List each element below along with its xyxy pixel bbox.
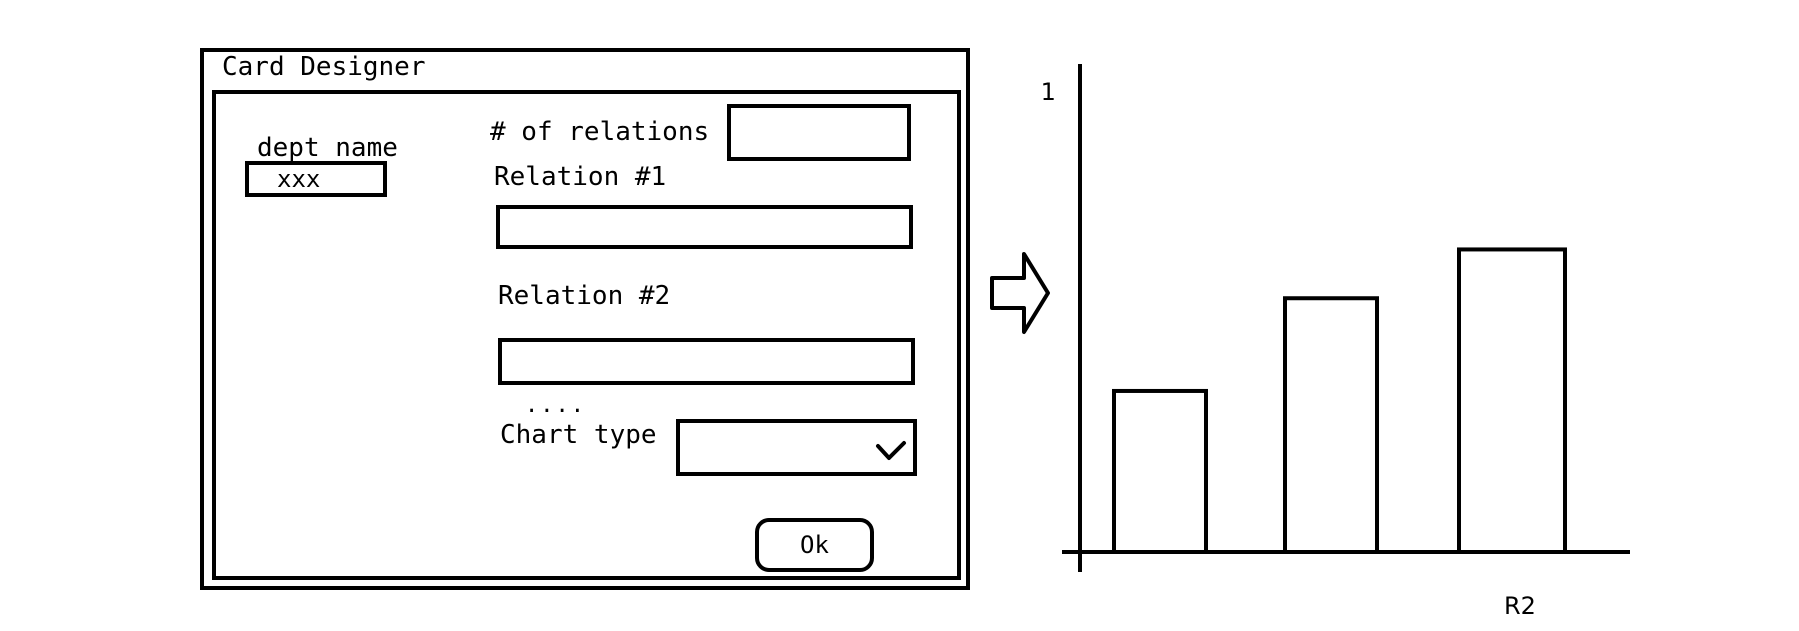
ok-button-label: Ok xyxy=(800,531,829,559)
bar-chart: R1 R2 xyxy=(1040,64,1630,620)
relation-1-input[interactable] xyxy=(496,205,913,249)
dialog-outer-frame xyxy=(200,48,970,590)
relation-count-input[interactable] xyxy=(727,104,911,161)
relation-count-label: # of relations xyxy=(490,117,710,147)
dept-name-field[interactable]: xxx xyxy=(245,161,387,197)
relation-1-label: Relation #1 xyxy=(494,162,667,192)
chart-type-label: Chart type xyxy=(500,420,657,450)
chart-bar-3 xyxy=(1457,247,1567,554)
x-axis-label: R2 xyxy=(1504,592,1536,620)
chart-type-select[interactable] xyxy=(676,419,917,476)
chart-bar-2 xyxy=(1283,296,1379,554)
dialog-title: Card Designer xyxy=(222,52,426,82)
ok-button[interactable]: Ok xyxy=(755,518,874,572)
relation-2-label: Relation #2 xyxy=(498,281,671,311)
right-arrow-icon xyxy=(990,252,1050,334)
relation-2-input[interactable] xyxy=(498,338,915,385)
y-axis-label: R1 xyxy=(1040,78,1056,106)
more-relations-ellipsis: .... xyxy=(525,393,586,418)
dept-name-value: xxx xyxy=(277,165,321,193)
dept-name-label: dept_name xyxy=(257,133,398,163)
chevron-down-icon[interactable] xyxy=(875,440,907,464)
bars-group xyxy=(1112,247,1567,554)
chart-bar-1 xyxy=(1112,388,1208,554)
dialog-inner-frame xyxy=(212,90,961,580)
